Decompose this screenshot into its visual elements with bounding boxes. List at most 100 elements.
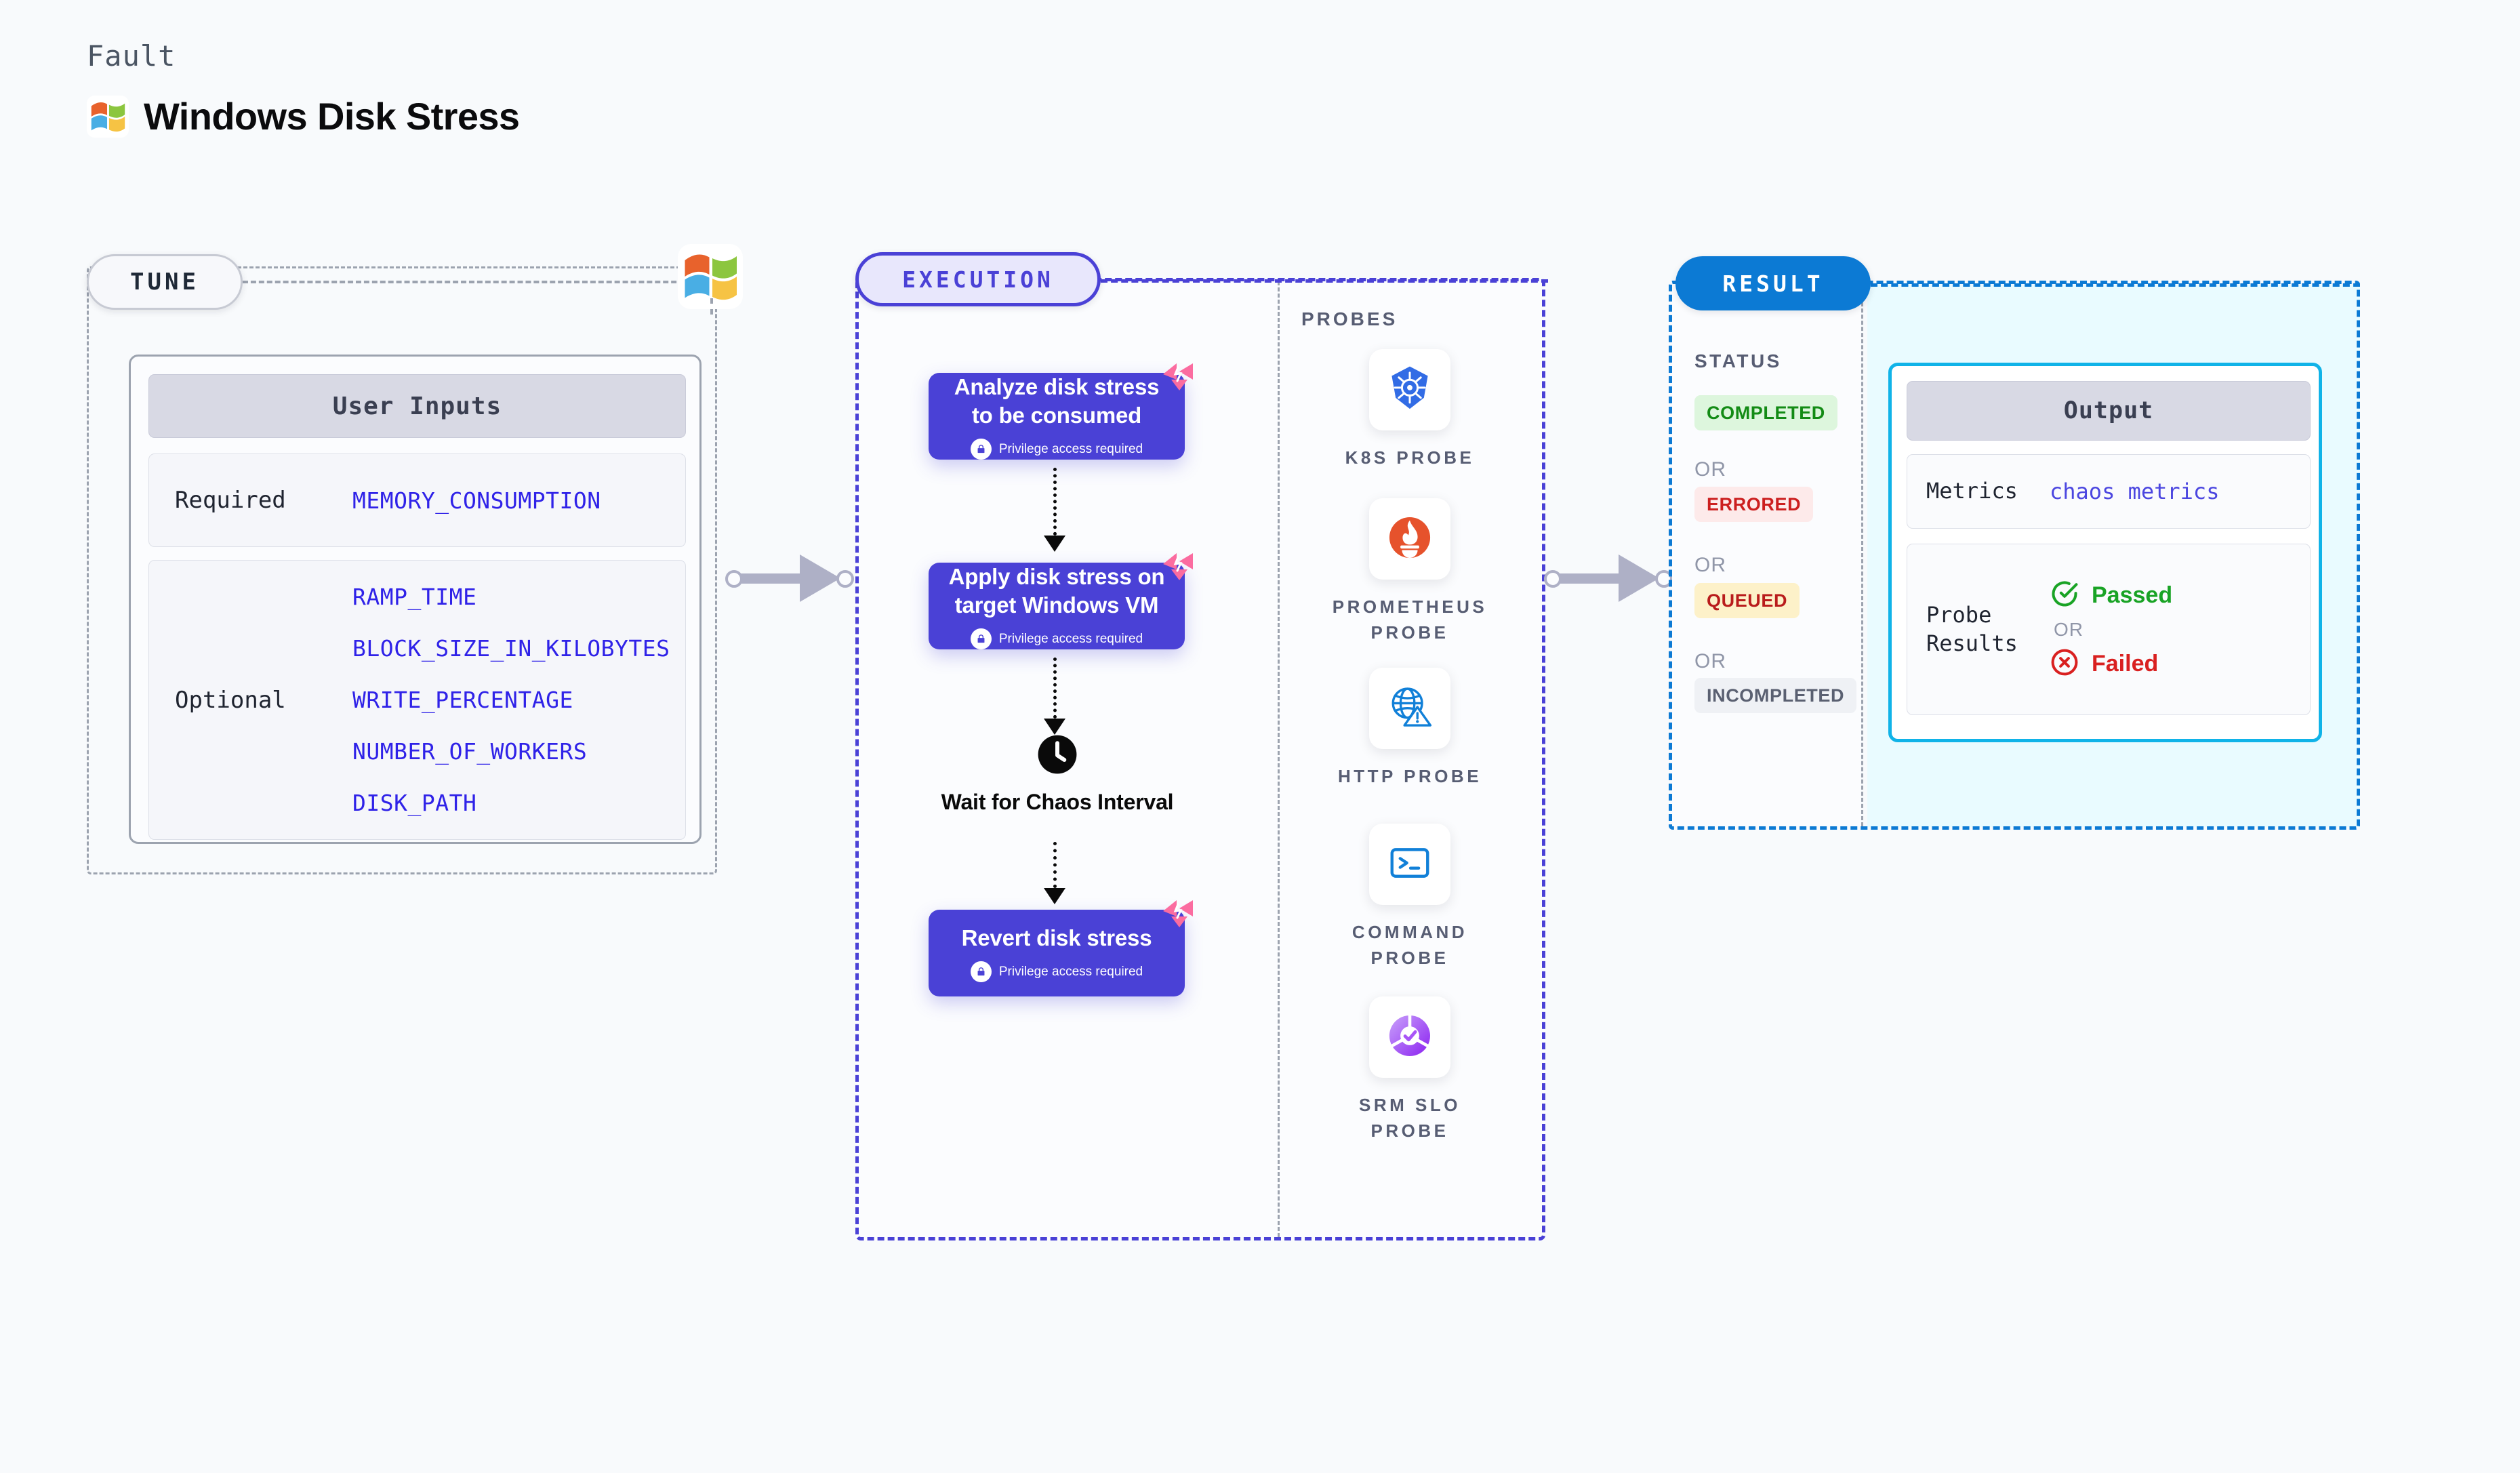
probe-result-or: OR [2054,618,2084,640]
probe-name: K8S PROBE [1345,447,1475,468]
execution-node-apply[interactable]: Apply disk stress on target Windows VM P… [929,553,1193,650]
probe-tile [1369,498,1450,580]
probe-result-failed: Failed [2050,647,2172,681]
probe-tile [1369,824,1450,905]
check-circle-icon [2050,579,2079,612]
privilege-text: Privilege access required [998,441,1143,456]
optional-params: RAMP_TIME BLOCK_SIZE_IN_KILOBYTES WRITE_… [352,584,670,816]
kubernetes-icon [1385,363,1435,417]
probe-results-values: Passed OR Failed [2050,579,2172,681]
status-badge-queued: QUEUED [1694,583,1800,618]
output-card: Output Metrics chaos metrics Probe Resul… [1888,363,2322,742]
execution-pill-label: EXECUTION [855,252,1101,306]
status-badge-incompleted: INCOMPLETED [1694,678,1857,713]
probe-name: HTTP PROBE [1337,766,1482,786]
probe-tile [1369,996,1450,1078]
node-title: Analyze disk stress to be consumed [954,374,1160,428]
wait-for-chaos-interval: Wait for Chaos Interval [935,733,1179,816]
lock-icon [970,628,992,650]
privilege-text: Privilege access required [998,964,1143,979]
windows-logo-icon [678,244,743,312]
param-number-of-workers[interactable]: NUMBER_OF_WORKERS [352,738,588,765]
probes-label: PROBES [1301,308,1398,329]
connector-arrowhead [800,554,840,602]
chaos-ribbon-icon [1160,549,1196,588]
output-probe-results-row: Probe Results Passed OR [1907,544,2311,715]
probe-prometheus[interactable]: PROMETHEUS PROBE [1322,498,1498,645]
param-write-percentage[interactable]: WRITE_PERCENTAGE [352,687,573,713]
privilege-badge: Privilege access required [970,439,1143,460]
clock-icon [1036,733,1078,779]
page-header: Fault Windows Disk Stress [87,39,520,138]
lock-icon [970,961,992,983]
execution-node-analyze[interactable]: Analyze disk stress to be consumed Privi… [929,363,1193,460]
connector-bar [1552,573,1640,584]
flow-arrow-line [1053,468,1057,536]
connector-tune-to-execution [725,554,854,602]
http-globe-warning-icon [1385,683,1434,735]
probe-tile [1369,349,1450,430]
param-ramp-time[interactable]: RAMP_TIME [352,584,477,610]
required-params: MEMORY_CONSUMPTION [352,487,601,514]
user-inputs-header: User Inputs [148,374,686,438]
param-disk-path[interactable]: DISK_PATH [352,790,477,816]
probe-name: SRM SLO PROBE [1359,1095,1461,1141]
status-badge-completed: COMPLETED [1694,395,1837,430]
flow-arrow-line [1053,842,1057,888]
connector-dot-left [1544,570,1562,588]
probe-k8s[interactable]: K8S PROBE [1322,349,1498,471]
output-header: Output [1907,381,2311,441]
probe-results-label: Probe Results [1926,601,2018,656]
probe-tile [1369,668,1450,749]
status-or-0: OR [1694,458,1726,481]
optional-inputs-row: Optional RAMP_TIME BLOCK_SIZE_IN_KILOBYT… [148,560,686,840]
user-inputs-card: User Inputs Required MEMORY_CONSUMPTION … [129,355,702,844]
metrics-label: Metrics [1926,478,2018,504]
probe-result-passed: Passed [2050,579,2172,612]
lock-icon [970,439,992,460]
status-or-2: OR [1694,650,1726,672]
title-row: Windows Disk Stress [87,94,520,138]
page-title: Windows Disk Stress [144,95,520,138]
connector-arrowhead [1619,554,1659,602]
connector-dot-right [836,570,854,588]
execution-node-revert[interactable]: Revert disk stress Privilege access requ… [929,900,1193,996]
probe-name: PROMETHEUS PROBE [1332,597,1488,643]
fault-label: Fault [87,39,176,73]
flow-arrow-tip [1044,536,1065,552]
tune-dashed-connector [243,281,693,283]
probe-srm-slo[interactable]: SRM SLO PROBE [1322,996,1498,1144]
probe-command[interactable]: COMMAND PROBE [1322,824,1498,971]
chaos-ribbon-icon [1160,896,1196,935]
probe-name: COMMAND PROBE [1352,922,1468,968]
tune-logo-dash [710,298,713,315]
execution-probes-divider [1278,281,1280,1237]
output-metrics-row: Metrics chaos metrics [1907,454,2311,529]
x-circle-icon [2050,647,2079,681]
prometheus-icon [1385,512,1435,566]
status-label: STATUS [1694,350,1782,371]
wait-label: Wait for Chaos Interval [941,790,1174,814]
metrics-value[interactable]: chaos metrics [2050,479,2220,504]
param-block-size-in-kilobytes[interactable]: BLOCK_SIZE_IN_KILOBYTES [352,635,670,662]
result-panel [1669,281,2360,830]
privilege-badge: Privilege access required [970,961,1143,983]
connector-bar [733,573,821,584]
connector-dot-left [725,570,743,588]
passed-label: Passed [2092,582,2173,608]
status-badge-errored: ERRORED [1694,487,1814,522]
chaos-ribbon-icon [1160,359,1196,398]
srm-slo-icon [1385,1011,1435,1064]
result-status-background [1672,284,1861,826]
node-title: Apply disk stress on target Windows VM [948,563,1165,618]
privilege-text: Privilege access required [998,631,1143,646]
required-label: Required [175,487,286,514]
execution-dashed-connector [1101,279,1548,283]
flow-arrow-line [1053,658,1057,719]
result-pill-label: RESULT [1675,256,1871,310]
param-memory-consumption[interactable]: MEMORY_CONSUMPTION [352,487,601,514]
node-title: Revert disk stress [961,925,1152,950]
failed-label: Failed [2092,650,2159,677]
result-divider [1861,284,1863,826]
probe-http[interactable]: HTTP PROBE [1322,668,1498,790]
